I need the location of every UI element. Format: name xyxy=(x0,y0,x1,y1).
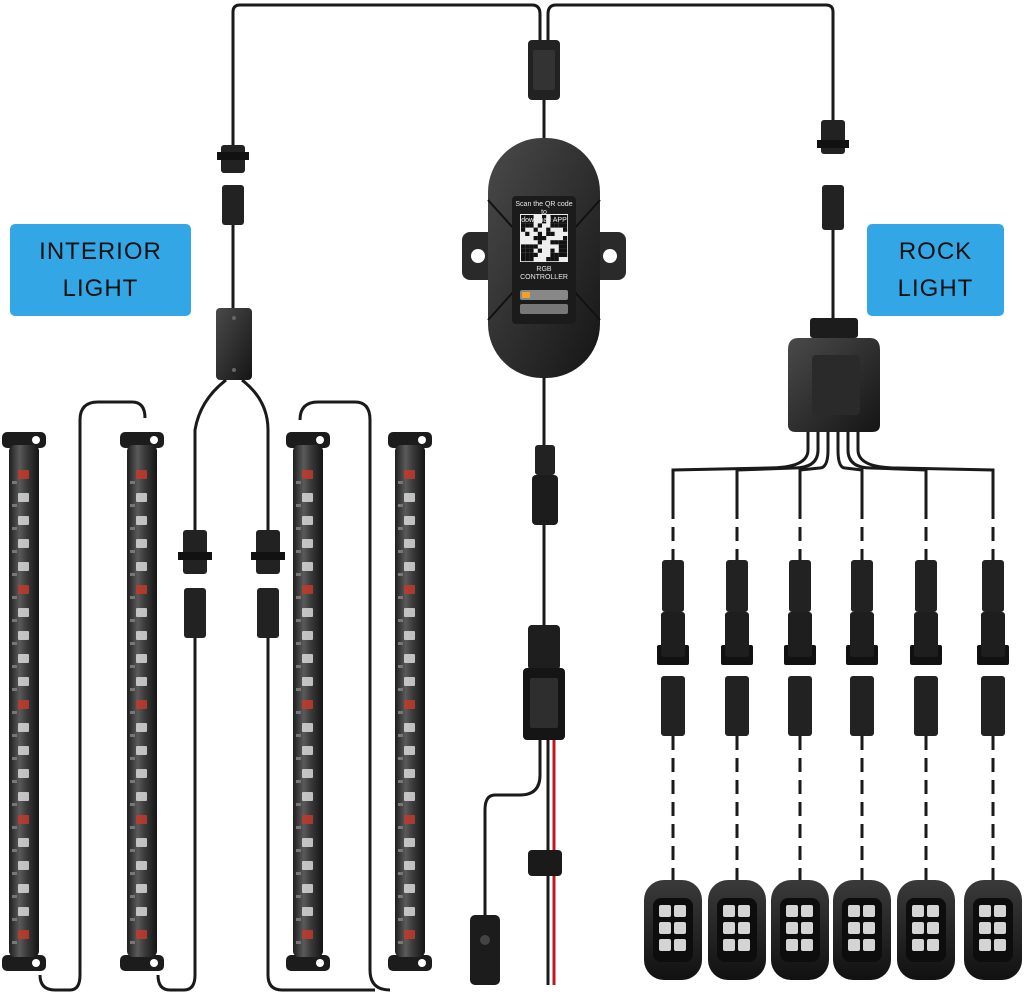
interior-plug-pair-left xyxy=(178,530,212,975)
rock-light-6 xyxy=(856,432,1022,980)
controller-name: RGB CONTROLLER xyxy=(512,266,576,282)
rock-light-3 xyxy=(771,432,830,980)
interior-light-label: INTERIOR LIGHT xyxy=(10,224,191,316)
rock-label-line1: ROCK xyxy=(898,238,973,265)
strip-jumpers xyxy=(38,400,391,992)
led-strip-2 xyxy=(120,432,164,971)
rock-branches xyxy=(644,432,1022,980)
rock-light-1 xyxy=(644,432,810,980)
rock-light-label: ROCK LIGHT xyxy=(867,224,1004,316)
controller-name-line1: RGB xyxy=(536,266,552,273)
interior-splitter xyxy=(193,308,270,530)
rock-light-4 xyxy=(833,432,891,980)
interior-label-line2: LIGHT xyxy=(62,275,139,302)
rock-connector xyxy=(817,120,849,318)
interior-connector xyxy=(217,145,249,310)
led-strip-1 xyxy=(2,432,46,971)
interior-label-line1: INTERIOR xyxy=(39,238,162,265)
rgb-controller xyxy=(462,138,626,378)
led-strip-4 xyxy=(388,432,432,971)
power-switch xyxy=(470,915,500,985)
interior-plug-pair-right xyxy=(251,530,375,992)
controller-name-line2: CONTROLLER xyxy=(520,274,568,281)
qr-caption-line2: download APP xyxy=(521,217,567,224)
rock-label-line2: LIGHT xyxy=(897,275,974,302)
controller-qr-caption: Scan the QR code to download APP xyxy=(512,201,576,225)
rock-light-2 xyxy=(708,432,820,980)
led-strip-3 xyxy=(286,432,330,971)
rock-light-5 xyxy=(846,432,955,980)
top-connector xyxy=(528,40,560,100)
power-harness xyxy=(470,378,565,985)
qr-caption-line1: Scan the QR code to xyxy=(515,201,573,216)
rock-splitter xyxy=(788,318,880,432)
top-wiring xyxy=(231,3,835,150)
